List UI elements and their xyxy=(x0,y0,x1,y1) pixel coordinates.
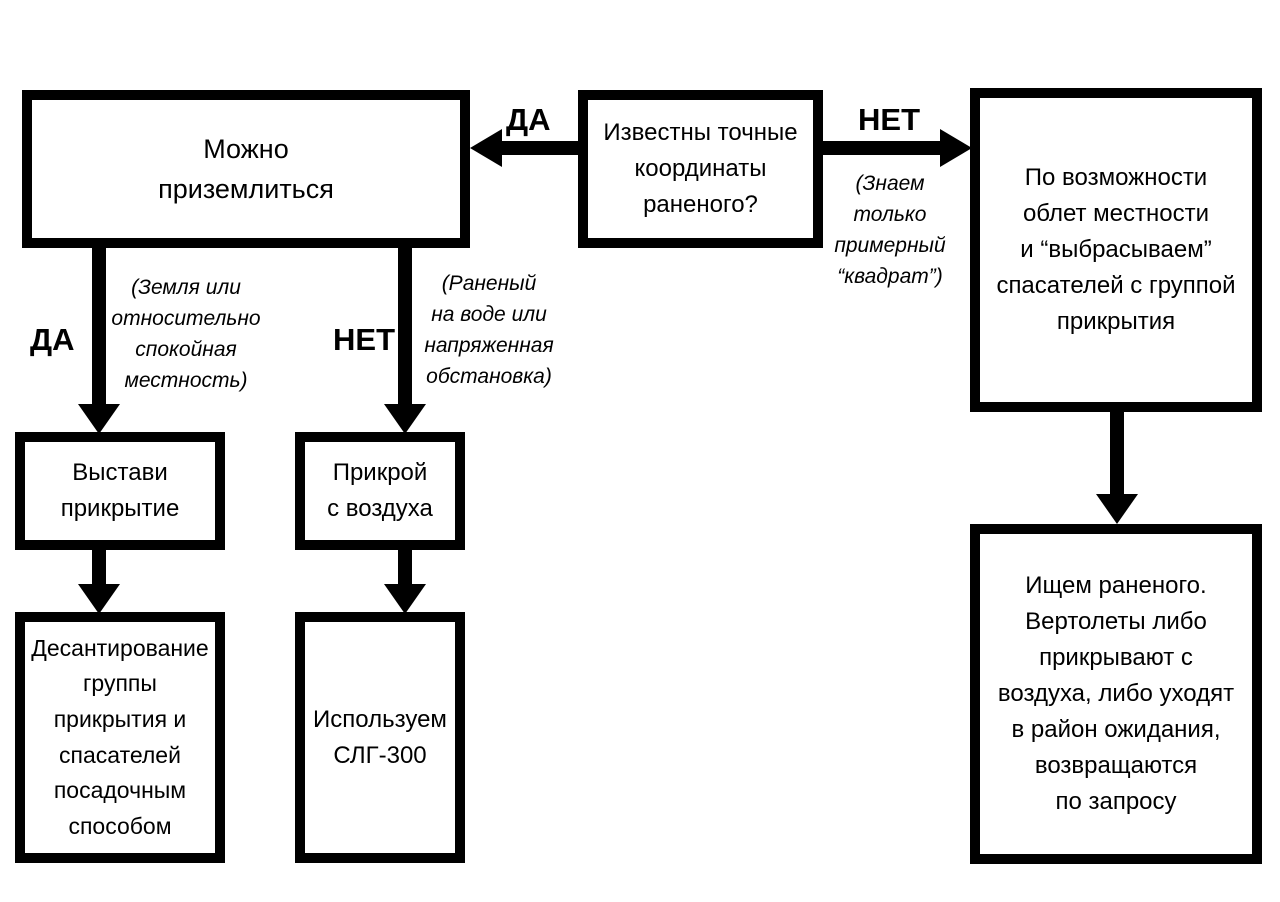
arrow-stem xyxy=(92,548,106,586)
label-yes-top: ДА xyxy=(506,102,551,137)
node-use-slg-300: Используем СЛГ-300 xyxy=(295,612,465,863)
arrow-head-down-icon xyxy=(384,584,426,614)
arrow-head-down-icon xyxy=(78,404,120,434)
note-wounded-on-water: (Раненый на воде или напряженная обстано… xyxy=(424,272,554,388)
arrow-head-down-icon xyxy=(78,584,120,614)
arrow-head-right-icon xyxy=(940,129,972,167)
arrow-stem xyxy=(92,246,106,406)
node-search-wounded-text: Ищем раненого. Вертолеты либо прикрывают… xyxy=(997,572,1235,815)
node-use-slg-300-text: Используем СЛГ-300 xyxy=(313,705,447,769)
node-landing-deployment-text: Десантирование группы прикрытия и спасат… xyxy=(31,634,209,839)
node-can-land-text: Можно приземлиться xyxy=(158,133,334,205)
note-calm-terrain: (Земля или относительно спокойная местно… xyxy=(111,276,261,392)
node-area-flyover: По возможности облет местности и “выбрас… xyxy=(970,88,1262,412)
node-landing-deployment: Десантирование группы прикрытия и спасат… xyxy=(15,612,225,863)
node-exact-coordinates-text: Известны точные координаты раненого? xyxy=(603,119,798,218)
arrow-stem xyxy=(500,141,580,155)
node-exact-coordinates-question: Известны точные координаты раненого? xyxy=(578,90,823,248)
node-area-flyover-text: По возможности облет местности и “выбрас… xyxy=(996,164,1236,335)
label-yes-left-branch: ДА xyxy=(30,322,75,357)
node-search-wounded: Ищем раненого. Вертолеты либо прикрывают… xyxy=(970,524,1262,864)
node-can-land: Можно приземлиться xyxy=(22,90,470,248)
label-no-top: НЕТ xyxy=(858,102,920,137)
arrow-head-down-icon xyxy=(384,404,426,434)
note-approximate-square: (Знаем только примерный “квадрат”) xyxy=(834,172,946,288)
arrow-stem xyxy=(398,246,412,406)
node-cover-from-air: Прикрой с воздуха xyxy=(295,432,465,550)
arrow-stem xyxy=(822,141,942,155)
arrow-stem xyxy=(398,548,412,586)
node-cover-from-air-text: Прикрой с воздуха xyxy=(327,459,433,522)
node-set-up-cover: Выстави прикрытие xyxy=(15,432,225,550)
arrow-stem xyxy=(1110,410,1124,496)
arrow-head-left-icon xyxy=(470,129,502,167)
label-no-middle-branch: НЕТ xyxy=(333,322,395,357)
arrow-head-down-icon xyxy=(1096,494,1138,524)
node-set-up-cover-text: Выстави прикрытие xyxy=(60,459,180,522)
